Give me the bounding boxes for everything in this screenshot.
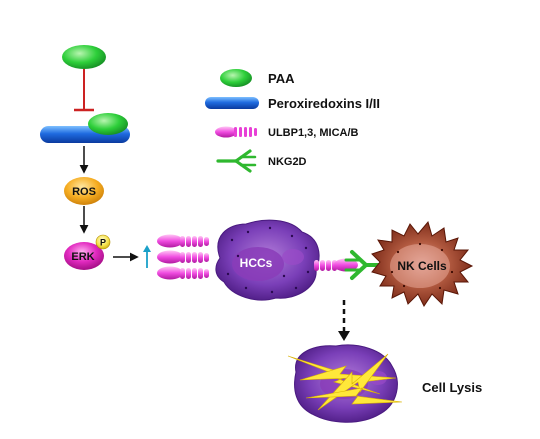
- legend-nkg2d-icon: [216, 149, 257, 173]
- legend-ulbp-icon: [215, 126, 257, 138]
- ros-label: ROS: [72, 186, 96, 198]
- phospho-badge: [95, 234, 111, 250]
- legend-prx-label: Peroxiredoxins I/II: [268, 96, 380, 111]
- erk-node: [64, 242, 104, 270]
- legend-prx-icon: [205, 97, 259, 109]
- ulbp-ligand-top: [157, 234, 209, 248]
- nk-label: NK Cells: [397, 259, 447, 273]
- bound-paa-icon: [88, 113, 128, 135]
- bound-ulbp-ligand: [314, 258, 358, 272]
- phospho-label: P: [100, 238, 106, 248]
- legend-paa-icon: [220, 69, 252, 87]
- cell-lysis-label: Cell Lysis: [422, 380, 482, 395]
- legend-nkg2d-label: NKG2D: [268, 156, 307, 168]
- nk-cell-icon: [371, 220, 474, 307]
- ulbp-ligand-cluster: [157, 234, 209, 280]
- ulbp-ligand-middle: [157, 250, 209, 264]
- lightning-bolt-icon: [287, 353, 403, 411]
- upregulation-arrowhead: [143, 245, 151, 252]
- paa-molecule-icon: [62, 45, 106, 69]
- erk-label: ERK: [71, 251, 94, 263]
- hcc-label: HCCs: [240, 256, 273, 270]
- legend-paa-label: PAA: [268, 71, 295, 86]
- legend-ulbp-label: ULBP1,3, MICA/B: [268, 127, 359, 139]
- hcc-cell-icon: [215, 219, 320, 301]
- ros-node: [64, 177, 104, 205]
- lysis-arrowhead: [338, 331, 350, 341]
- ulbp-ligand-bottom: [157, 266, 209, 280]
